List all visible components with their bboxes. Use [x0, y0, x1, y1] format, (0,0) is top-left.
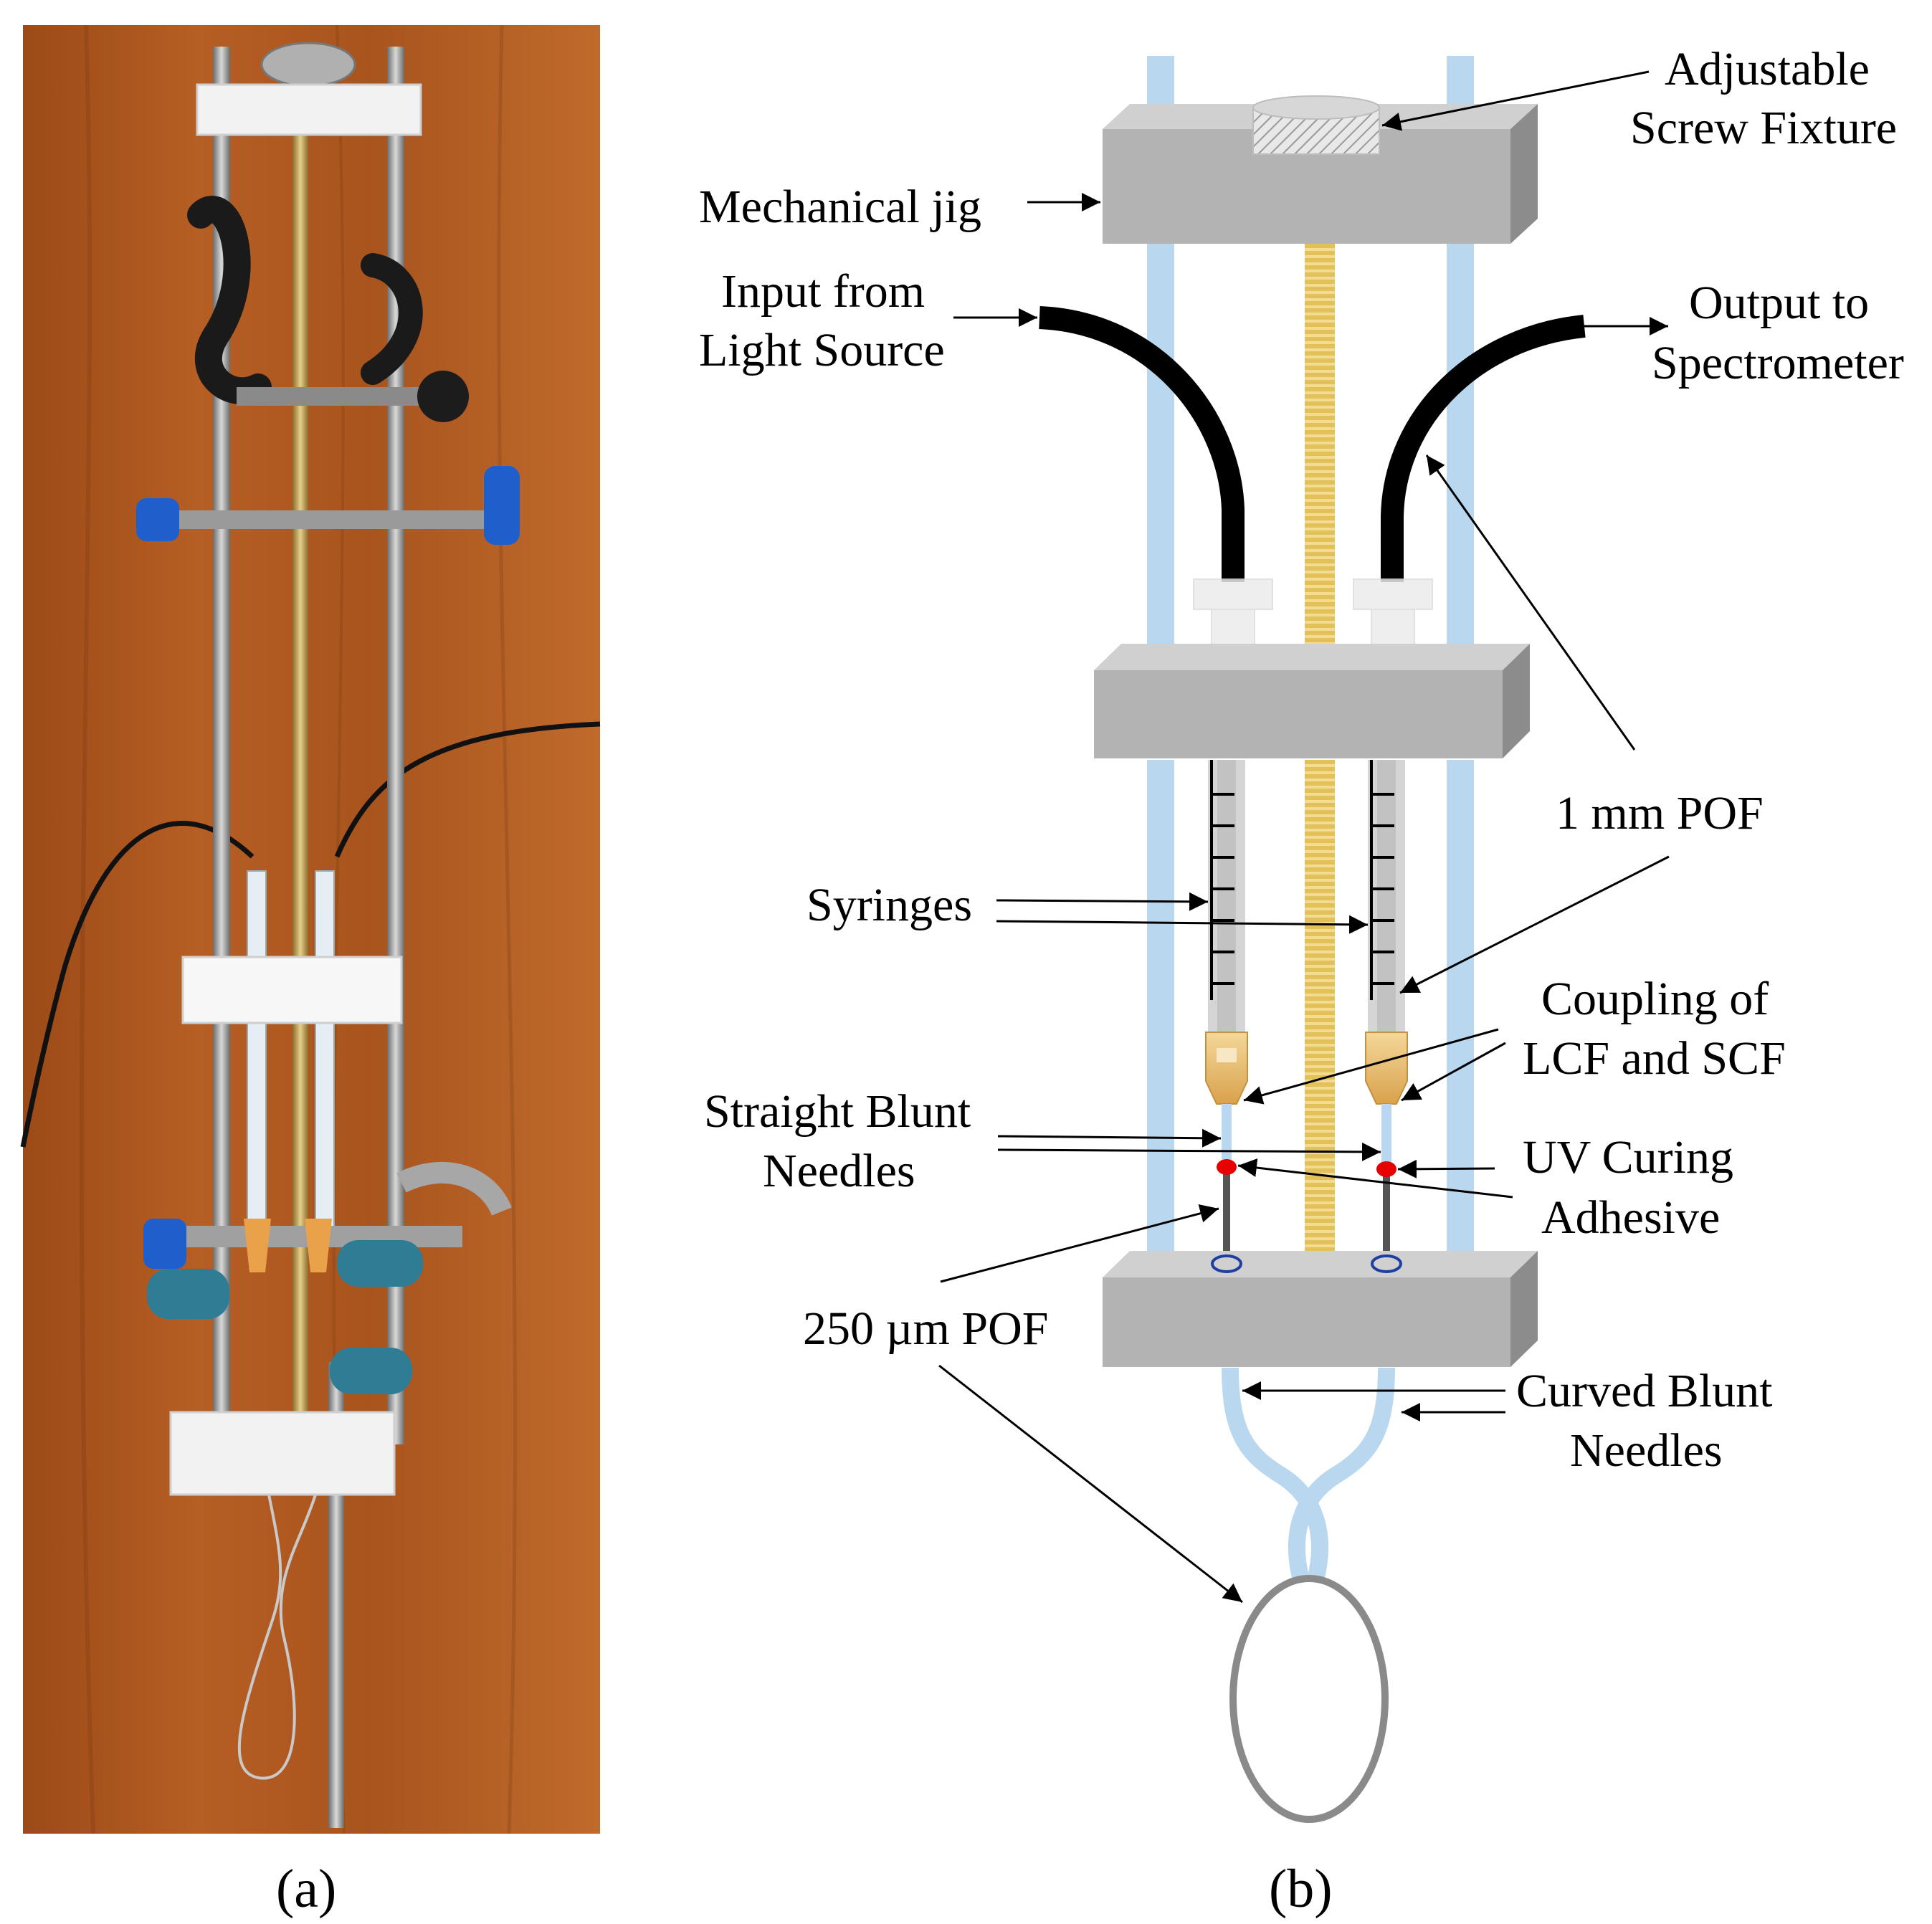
label-spectrometer: Spectrometer [1652, 337, 1904, 389]
adjustable-screw-fixture [1252, 95, 1380, 155]
photo-clamp-bar [237, 387, 423, 406]
photo-teal-clamp-left [147, 1269, 229, 1319]
caption-b: (b) [1269, 1859, 1333, 1919]
bottom-jig-block [1103, 1251, 1538, 1367]
label-coupling-of: Coupling of [1541, 973, 1769, 1025]
photo-fiber-loop [237, 1494, 317, 1780]
input-fiber-cable [1039, 306, 1245, 582]
arrow-250-pof-loop [938, 1364, 1243, 1604]
arrow-uv-right [1397, 1159, 1495, 1178]
panel-b-schematic: Adjustable Screw Fixture Mechanical jig … [699, 43, 1904, 1823]
curved-needle-right [1288, 1367, 1395, 1579]
photo-black-cable-right [334, 721, 601, 858]
photo-blue-knob-left [136, 498, 179, 541]
fiber-loop [1229, 1575, 1389, 1823]
photo-needle-hub-right [305, 1219, 332, 1272]
photo-blue-clamp-bar [154, 510, 491, 529]
label-adhesive: Adhesive [1541, 1191, 1720, 1244]
label-output-to: Output to [1689, 277, 1869, 329]
label-curved-blunt: Curved Blunt [1516, 1365, 1773, 1417]
photo-blue-knob-lower-left [143, 1219, 186, 1269]
photo-black-cable-left [20, 821, 254, 1148]
straight-needle-left [1222, 1104, 1232, 1168]
output-fiber-cable [1381, 315, 1586, 582]
fiber-250-right [1383, 1174, 1390, 1262]
photo-middle-block [181, 956, 403, 1024]
panel-a-photo [20, 24, 601, 1834]
photo-threaded-rod [292, 118, 308, 1430]
arrow-screw-fixture [1381, 70, 1650, 131]
photo-teal-clamp-right-top [337, 1240, 423, 1287]
threaded-rod-lower [1305, 760, 1335, 1272]
label-straight-blunt: Straight Blunt [704, 1085, 971, 1138]
curved-needle-left [1222, 1367, 1329, 1579]
arrow-1mm-pof-syringe [1399, 855, 1670, 994]
photo-bottom-block [169, 1411, 396, 1496]
label-uv-curing: UV Curing [1523, 1131, 1733, 1184]
syringe-left [1205, 760, 1248, 1105]
photo-lower-clamp-arm [396, 1162, 512, 1216]
uv-adhesive-dot-left [1217, 1159, 1237, 1175]
photo-teal-clamp-right-bottom [330, 1348, 412, 1394]
label-mechanical-jig: Mechanical jig [699, 181, 981, 233]
photo-top-block [196, 83, 422, 136]
wood-background [23, 25, 600, 1834]
label-curved-needles: Needles [1570, 1424, 1723, 1477]
annotation-arrows [938, 70, 1670, 1604]
guide-rod-right-lower [1447, 760, 1474, 1272]
label-adjustable: Adjustable [1665, 43, 1870, 95]
straight-needle-right [1381, 1104, 1391, 1170]
photo-black-knob [417, 371, 469, 422]
guide-rod-left-lower [1147, 760, 1174, 1272]
threaded-rod-upper [1305, 244, 1335, 659]
photo-syringe-left [247, 870, 267, 1237]
photo-needle-hub-left [244, 1219, 271, 1272]
label-250um-pof: 250 µm POF [803, 1302, 1048, 1355]
fiber-250-left [1223, 1172, 1230, 1262]
arrow-straight-left [997, 1128, 1222, 1148]
middle-jig-block [1094, 644, 1530, 758]
arrow-syringes-left [996, 892, 1209, 911]
arrow-250-pof-needle [940, 1204, 1219, 1283]
label-lcf-and-scf: LCF and SCF [1523, 1032, 1786, 1085]
photo-clamp-upper-right [361, 253, 423, 385]
label-1mm-pof: 1 mm POF [1556, 787, 1764, 839]
photo-clamp-upper [187, 196, 272, 405]
arrow-straight-right [997, 1142, 1381, 1161]
photo-knob [260, 42, 356, 87]
arrow-coupling-right [1401, 1042, 1506, 1102]
label-light-source: Light Source [699, 324, 945, 376]
photo-syringe-right [315, 870, 335, 1237]
uv-adhesive-dot-right [1376, 1161, 1396, 1177]
label-straight-needles: Needles [763, 1145, 915, 1197]
caption-a: (a) [276, 1859, 336, 1919]
arrow-uv-left [1237, 1158, 1513, 1199]
photo-blue-knob-right [484, 466, 520, 545]
arrow-syringes-right [996, 915, 1369, 934]
arrow-coupling-left [1243, 1028, 1499, 1105]
syringe-right [1365, 760, 1408, 1105]
arrow-1mm-pof-cable [1425, 454, 1636, 751]
label-syringes: Syringes [806, 879, 972, 931]
label-screw-fixture: Screw Fixture [1630, 102, 1897, 154]
label-input-from: Input from [721, 265, 925, 318]
